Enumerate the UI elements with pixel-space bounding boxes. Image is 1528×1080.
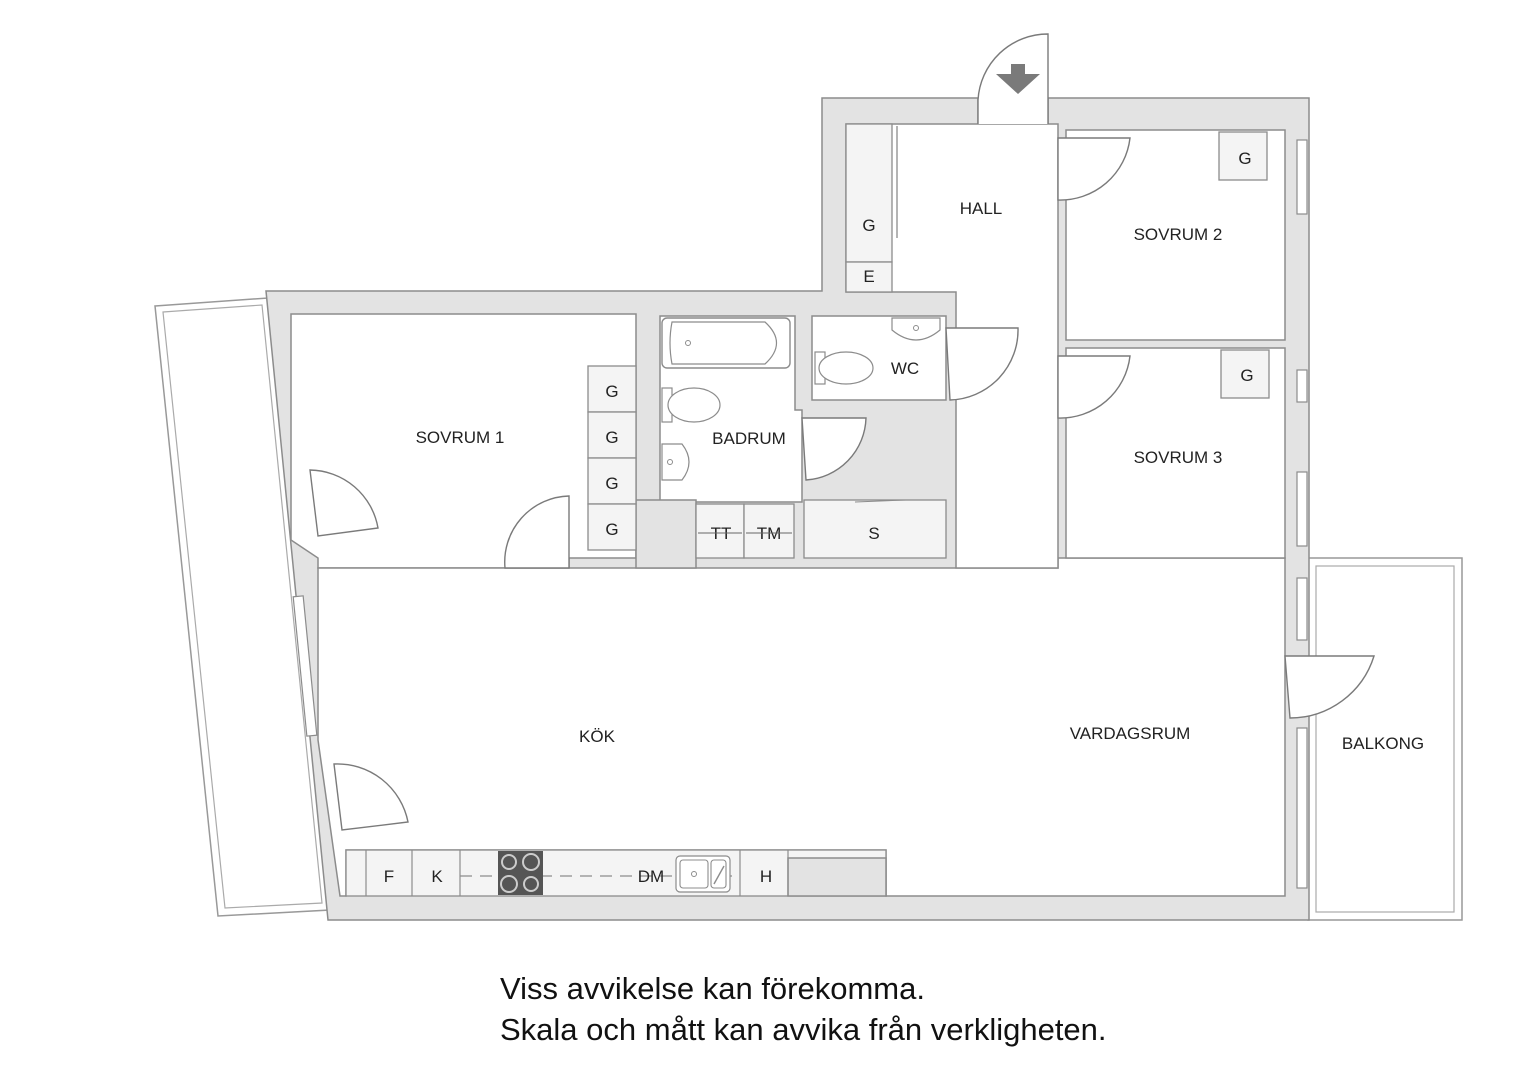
label-sovrum-2: SOVRUM 2 — [1134, 225, 1223, 244]
label-el-hall: E — [863, 267, 874, 286]
door-badrum — [801, 417, 867, 481]
label-garderob-s3: G — [1240, 366, 1253, 385]
label-sovrum-1: SOVRUM 1 — [416, 428, 505, 447]
wall-column — [635, 499, 697, 569]
window-sovrum2-a — [1296, 139, 1308, 215]
wardrobe-sovrum2 — [1218, 131, 1268, 181]
entrance-arrow-icon — [996, 64, 1040, 94]
right-balcony-inner — [1315, 565, 1455, 913]
door-terrace-lower — [333, 763, 409, 831]
label-diskmaskin: DM — [638, 867, 664, 886]
kitchen-sink — [675, 855, 731, 893]
laundry-tt — [695, 503, 745, 559]
label-wc: WC — [891, 359, 919, 378]
hall-wardrobe — [845, 123, 893, 263]
label-sovrum-3: SOVRUM 3 — [1134, 448, 1223, 467]
door-sovrum1 — [504, 495, 570, 569]
window-sovrum3-b — [1296, 471, 1308, 547]
label-stad: S — [868, 524, 879, 543]
label-kyl: K — [431, 867, 443, 886]
stove — [498, 851, 543, 895]
laundry-tm — [743, 503, 795, 559]
window-vardagsrum-b — [1296, 727, 1308, 889]
badrum-sink — [661, 443, 690, 481]
label-kok: KÖK — [579, 727, 616, 746]
window-sovrum3-a — [1296, 369, 1308, 403]
floor-plan: HALL SOVRUM 1 SOVRUM 2 SOVRUM 3 BADRUM W… — [154, 33, 1463, 921]
wardrobe-sovrum1-2 — [587, 411, 637, 459]
storage-s — [803, 499, 947, 559]
label-garderob-s2: G — [1238, 149, 1251, 168]
label-hall: HALL — [960, 199, 1003, 218]
label-badrum: BADRUM — [712, 429, 786, 448]
wc-toilet — [814, 351, 874, 385]
disclaimer: Viss avvikelse kan förekomma. Skala och … — [500, 968, 1107, 1050]
label-garderob-s1-2: G — [605, 428, 618, 447]
door-balkong — [1284, 655, 1375, 719]
disclaimer-line-2: Skala och mått kan avvika från verklighe… — [500, 1012, 1107, 1047]
badrum-toilet — [661, 387, 721, 423]
window-left — [292, 595, 318, 737]
door-terrace-upper — [309, 469, 379, 537]
label-garderob-s1-3: G — [605, 474, 618, 493]
label-garderob-s1-1: G — [605, 382, 618, 401]
label-hogskap: H — [760, 867, 772, 886]
right-balcony — [1307, 557, 1463, 921]
door-sovrum3 — [1057, 355, 1131, 419]
label-garderob-hall: G — [862, 216, 875, 235]
label-vardagsrum: VARDAGSRUM — [1070, 724, 1191, 743]
wardrobe-sovrum1-4 — [587, 503, 637, 551]
window-vardagsrum-a — [1296, 577, 1308, 641]
left-terrace-inner — [162, 304, 323, 909]
door-sovrum2 — [1057, 137, 1131, 201]
label-garderob-s1-4: G — [605, 520, 618, 539]
wardrobe-sovrum3 — [1220, 349, 1270, 399]
hall-el-cabinet — [845, 261, 893, 293]
door-wc — [945, 327, 1019, 401]
wc-sink — [891, 317, 941, 341]
wardrobe-sovrum1-1 — [587, 365, 637, 413]
bathtub-basin — [669, 321, 778, 365]
label-balkong: BALKONG — [1342, 734, 1424, 753]
disclaimer-line-1: Viss avvikelse kan förekomma. — [500, 971, 925, 1006]
wardrobe-sovrum1-3 — [587, 457, 637, 505]
kitchen-wall-block — [787, 857, 887, 897]
label-frys: F — [384, 867, 394, 886]
